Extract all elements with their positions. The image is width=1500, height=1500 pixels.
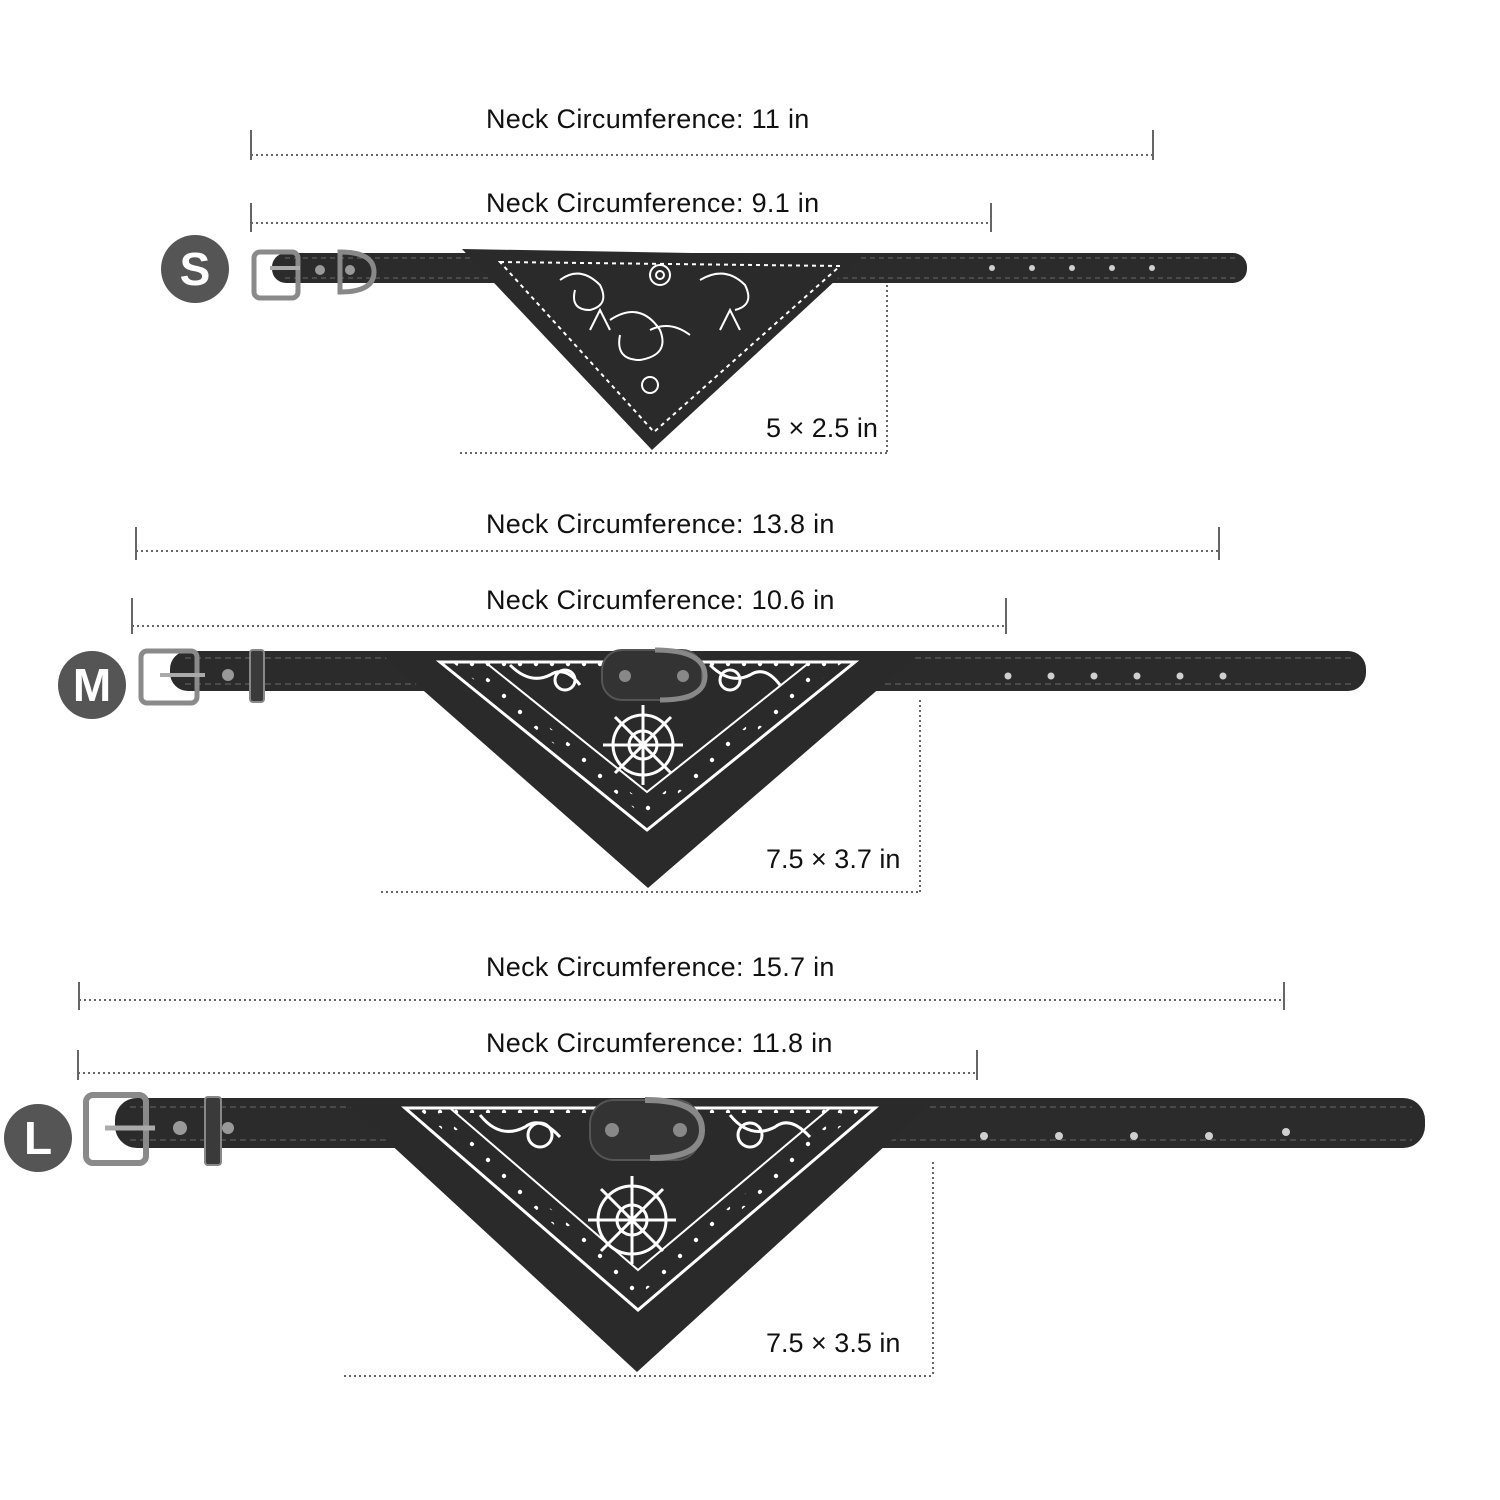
size-l-bandana-dimensions: 7.5 × 3.5 in (766, 1328, 901, 1358)
size-s-inner-circumference-label: Neck Circumference: 9.1 in (486, 188, 820, 218)
size-l-outer-circumference-label: Neck Circumference: 15.7 in (486, 952, 835, 982)
size-m-outer-measure-line (135, 527, 1220, 560)
size-s-outer-circumference-label: Neck Circumference: 11 in (486, 104, 810, 134)
size-l-outer-measure-line (78, 982, 1285, 1010)
size-m-bandana (383, 647, 918, 888)
size-m-badge: M (58, 651, 126, 719)
size-l-bandana-measure-line (344, 1162, 934, 1377)
size-s-badge: S (161, 235, 229, 303)
size-m-d-ring-icon (654, 647, 708, 703)
size-m-inner-measure-line (131, 598, 1007, 634)
size-l-inner-circumference-label: Neck Circumference: 11.8 in (486, 1028, 833, 1058)
size-s-bandana (462, 249, 862, 450)
size-m-outer-circumference-label: Neck Circumference: 13.8 in (486, 509, 835, 539)
size-s-group (250, 130, 1247, 454)
size-s-bandana-measure-line (460, 285, 888, 454)
size-l-bandana (346, 1097, 932, 1372)
size-l-d-ring-icon (644, 1097, 706, 1161)
size-l-inner-measure-line (77, 1050, 978, 1080)
size-m-bandana-measure-line (381, 700, 921, 893)
size-m-inner-circumference-label: Neck Circumference: 10.6 in (486, 585, 835, 615)
size-m-group (131, 527, 1366, 893)
size-s-buckle-icon (251, 249, 301, 301)
size-s-inner-measure-line (250, 203, 992, 232)
size-l-badge: L (4, 1104, 72, 1172)
size-m-bandana-dimensions: 7.5 × 3.7 in (766, 844, 901, 874)
size-s-bandana-dimensions: 5 × 2.5 in (766, 413, 878, 443)
size-s-outer-measure-line (250, 130, 1154, 160)
size-s-d-ring-icon (337, 249, 377, 295)
size-l-group (77, 982, 1425, 1377)
